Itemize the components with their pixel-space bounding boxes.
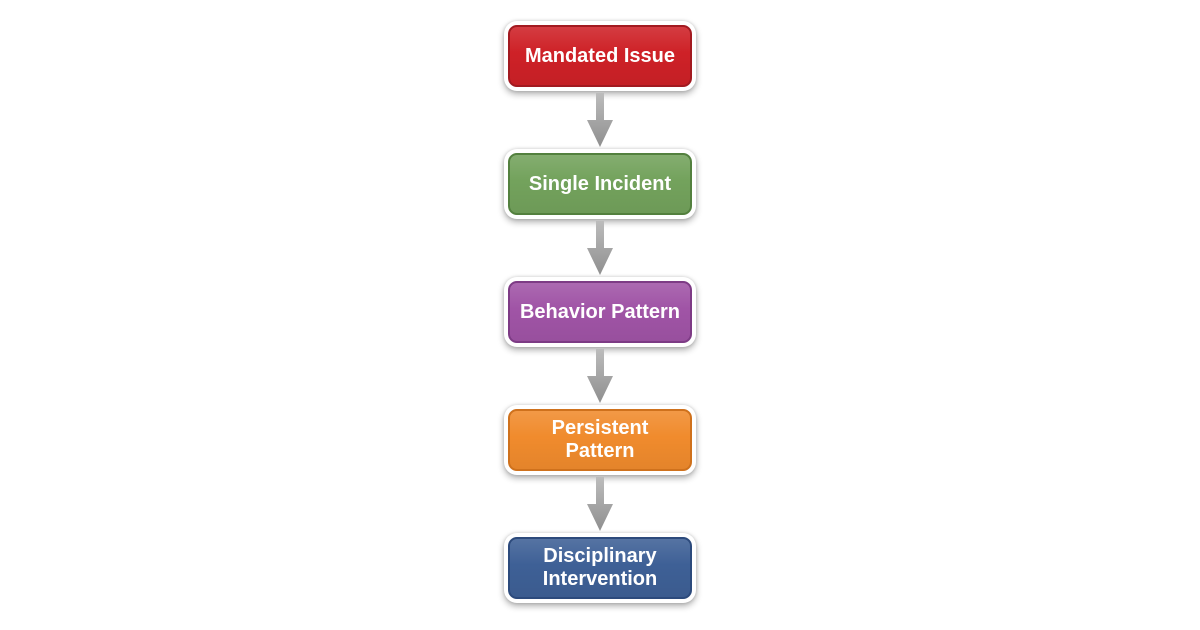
down-arrow-icon	[587, 477, 613, 531]
flow-node-single-incident: Single Incident	[504, 149, 696, 219]
flow-node-fill: Disciplinary Intervention	[508, 537, 692, 599]
down-arrow-icon	[587, 221, 613, 275]
flow-node-label: Single Incident	[528, 172, 672, 195]
flow-node-fill: Persistent Pattern	[508, 409, 692, 471]
flow-node-mandated-issue: Mandated Issue	[504, 21, 696, 91]
flow-node-label: Behavior Pattern	[519, 300, 681, 323]
flow-node-label: Persistent Pattern	[551, 417, 649, 462]
flow-node-fill: Single Incident	[508, 153, 692, 215]
flow-node-behavior-pattern: Behavior Pattern	[504, 277, 696, 347]
flow-node-label: Disciplinary Intervention	[542, 545, 658, 590]
flow-node-fill: Behavior Pattern	[508, 281, 692, 343]
flow-node-fill: Mandated Issue	[508, 25, 692, 87]
flow-node-persistent-pattern: Persistent Pattern	[504, 405, 696, 475]
down-arrow-icon	[587, 349, 613, 403]
flow-node-disciplinary-intervention: Disciplinary Intervention	[504, 533, 696, 603]
flow-node-label: Mandated Issue	[524, 44, 676, 67]
down-arrow-icon	[587, 93, 613, 147]
